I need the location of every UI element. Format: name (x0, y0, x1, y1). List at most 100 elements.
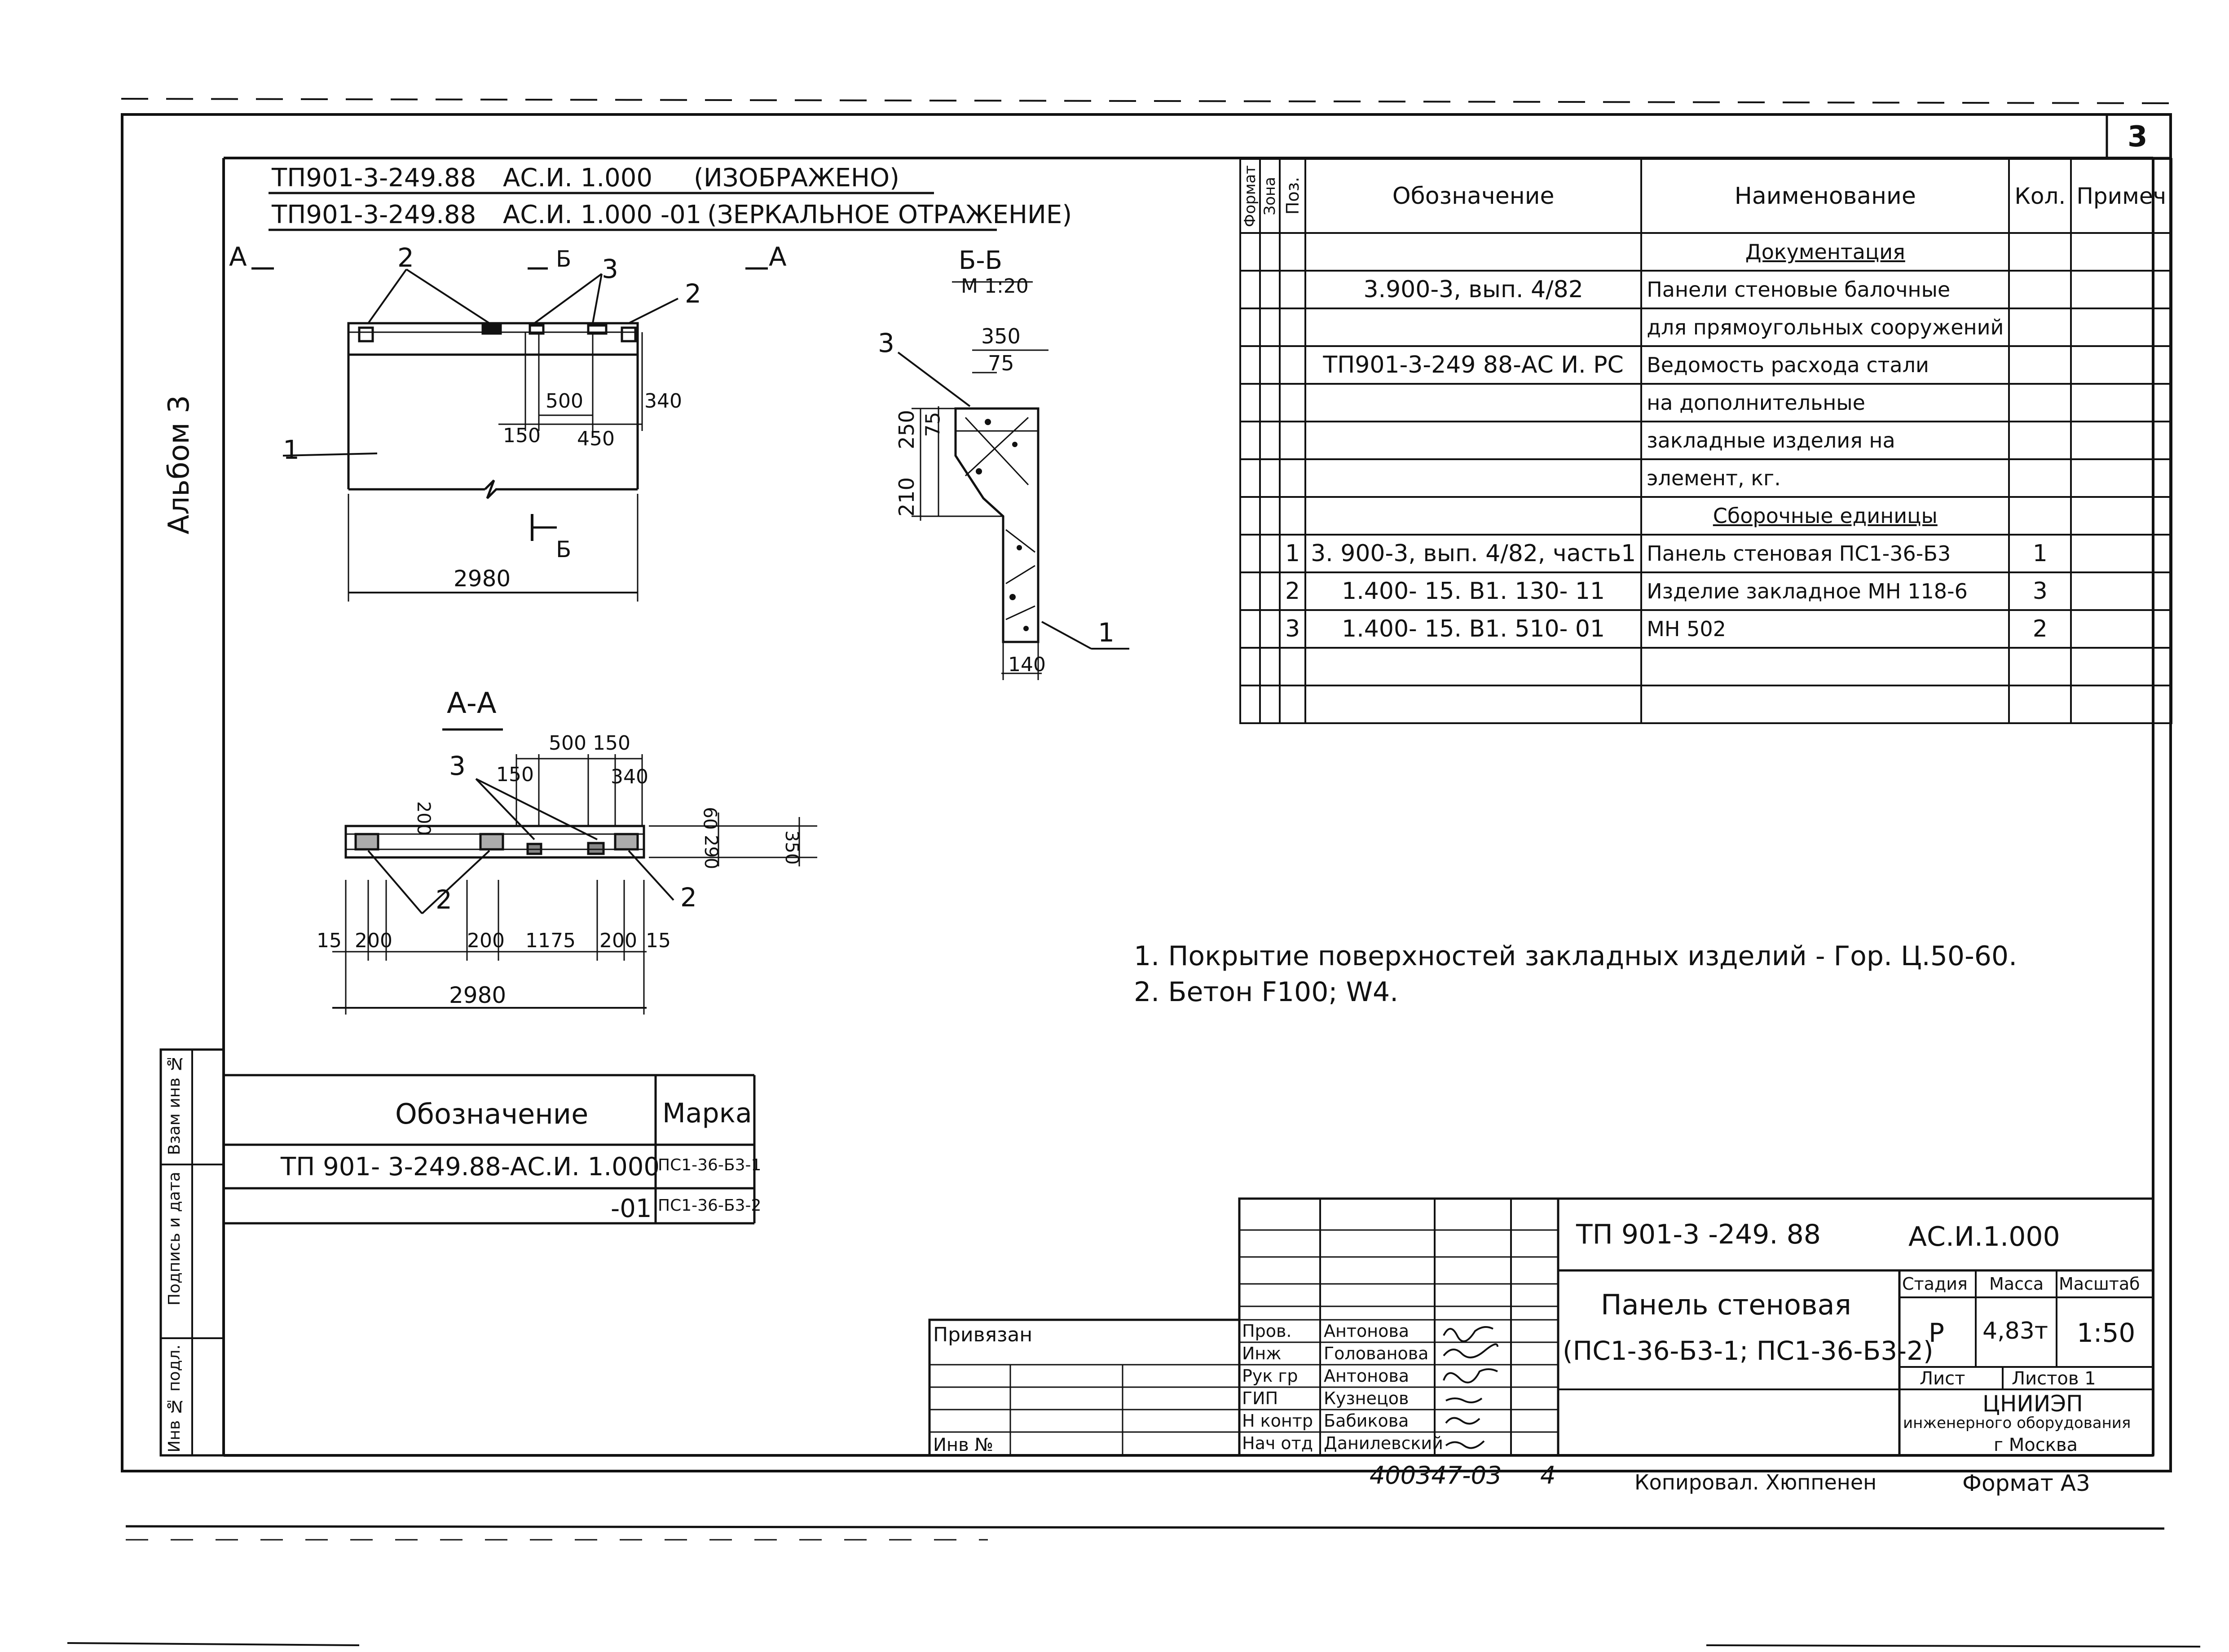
signer-role: ГИП (1242, 1388, 1278, 1408)
dim-350-bb: 350 (981, 324, 1021, 348)
signer-role: Пров. (1242, 1321, 1292, 1341)
spec-row: элемент, кг. (1239, 458, 2173, 498)
aa-dim-200-vert: 200 (413, 801, 434, 836)
spec-cell-qty: 2 (2008, 609, 2072, 649)
dim-450-elev: 450 (577, 427, 615, 450)
spec-cell-format (1239, 383, 1261, 422)
dim-75-bb: 75 (988, 351, 1014, 375)
note-1: 1. Покрытие поверхностей закладных издел… (1134, 940, 2018, 972)
spec-cell-pos (1278, 685, 1307, 724)
spec-cell-name: элемент, кг. (1640, 458, 2010, 498)
mark-table-col-mark: Марка (662, 1098, 752, 1129)
aa-dim-60: 60 (699, 807, 720, 830)
spec-cell-name: для прямоугольных сооружений (1640, 308, 2010, 347)
tb-privyazan: Привязан (933, 1323, 1033, 1346)
mark-table-row-2-designation: -01 (611, 1194, 652, 1223)
spec-cell-zone (1259, 458, 1281, 498)
spec-cell-designation: ТП901-3-249 88-АС И. РС (1304, 345, 1643, 385)
spec-cell-pos (1278, 232, 1307, 272)
footer-page: 4 (1540, 1461, 1556, 1489)
spec-cell-zone (1259, 496, 1281, 536)
spec-row: Сборочные единицы (1239, 496, 2173, 536)
tb-title-line-1: Панель стеновая (1601, 1288, 1851, 1321)
spec-cell-note (2070, 534, 2173, 573)
dim-length-elev: 2980 (454, 566, 511, 592)
dim-150-elev: 150 (503, 424, 541, 447)
tb-doc-code: ТП 901-3 -249. 88 (1576, 1219, 1821, 1250)
spec-cell-qty (2008, 232, 2072, 272)
strip-inv-podl: Инв № подл. (165, 1344, 184, 1453)
spec-cell-format (1239, 270, 1261, 309)
spec-cell-format (1239, 345, 1261, 385)
strip-vzam-inv: Взам инв № (165, 1054, 184, 1156)
spec-cell-pos (1278, 647, 1307, 686)
aa-dim-200a: 200 (355, 929, 392, 952)
signer-name: Антонова (1324, 1366, 1409, 1386)
aa-dim-200b: 200 (467, 929, 505, 952)
signer-role: Инж (1242, 1344, 1282, 1363)
tb-doc-mark: АС.И.1.000 (1908, 1221, 2060, 1252)
spec-cell-designation: 1.400- 15. В1. 130- 11 (1304, 571, 1643, 611)
signer-name: Антонова (1324, 1321, 1409, 1341)
header-line-2-note: (ЗЕРКАЛЬНОЕ ОТРАЖЕНИЕ) (707, 200, 1072, 229)
spec-cell-qty (2008, 685, 2072, 724)
mark-table-col-designation: Обозначение (395, 1098, 589, 1130)
spec-cell-note (2070, 458, 2173, 498)
spec-cell-note (2070, 308, 2173, 347)
spec-row (1239, 685, 2173, 724)
signer-role: Н контр (1242, 1411, 1313, 1431)
aa-dim-500: 500 (549, 732, 586, 755)
section-mark-a-right: А (769, 242, 787, 272)
tb-stage: Р (1929, 1318, 1944, 1348)
spec-cell-note (2070, 232, 2173, 272)
section-mark-b-bottom: Б (556, 536, 572, 562)
spec-cell-pos (1278, 345, 1307, 385)
spec-cell-zone (1259, 534, 1281, 573)
tb-title-line-2: (ПС1-36-Б3-1; ПС1-36-Б3-2) (1563, 1336, 1934, 1366)
aa-dim-length: 2980 (449, 982, 507, 1008)
aa-dim-200c: 200 (599, 929, 637, 952)
spec-cell-qty (2008, 308, 2072, 347)
callout-3-elev: 3 (602, 254, 618, 284)
section-mark-a-left: А (229, 242, 247, 272)
mark-table-row-2-mark: ПС1-36-Б3-2 (658, 1196, 762, 1215)
spec-cell-pos: 3 (1278, 609, 1307, 649)
spec-cell-format (1239, 534, 1261, 573)
aa-dim-150b: 150 (496, 763, 534, 786)
spec-row (1239, 647, 2173, 686)
spec-cell-note (2070, 383, 2173, 422)
tb-scale: 1:50 (2077, 1318, 2136, 1348)
spec-cell-designation (1304, 421, 1643, 460)
spec-cell-note (2070, 571, 2173, 611)
spec-cell-designation: 1.400- 15. В1. 510- 01 (1304, 609, 1643, 649)
spec-col-zone: Зона (1259, 158, 1281, 234)
spec-cell-name (1640, 685, 2010, 724)
spec-cell-name: Сборочные единицы (1640, 496, 2010, 536)
signer-name: Бабикова (1324, 1411, 1409, 1431)
spec-cell-format (1239, 496, 1261, 536)
spec-cell-note (2070, 345, 2173, 385)
signer-role: Нач отд (1242, 1433, 1313, 1453)
spec-cell-note (2070, 270, 2173, 309)
dim-340-elev: 340 (644, 390, 682, 413)
spec-cell-designation (1304, 496, 1643, 536)
tb-sheets-label: Листов 1 (2012, 1368, 2096, 1389)
header-line-1-code: ТП901-3-249.88 (272, 163, 476, 193)
spec-row: закладные изделия на (1239, 421, 2173, 460)
spec-cell-zone (1259, 232, 1281, 272)
spec-cell-designation (1304, 383, 1643, 422)
spec-cell-note (2070, 685, 2173, 724)
tb-mass-label: Масса (1989, 1274, 2044, 1294)
section-aa-title: А-А (447, 687, 497, 720)
dim-500-elev: 500 (546, 390, 583, 413)
aa-dim-350: 350 (781, 830, 802, 865)
tb-sheet-label: Лист (1920, 1368, 1965, 1389)
sheet-number: 3 (2128, 120, 2148, 154)
spec-cell-name: Панель стеновая ПС1-36-Б3 (1640, 534, 2010, 573)
spec-cell-zone (1259, 609, 1281, 649)
spec-cell-pos: 2 (1278, 571, 1307, 611)
spec-cell-name: Документация (1640, 232, 2010, 272)
spec-cell-format (1239, 458, 1261, 498)
spec-cell-note (2070, 647, 2173, 686)
